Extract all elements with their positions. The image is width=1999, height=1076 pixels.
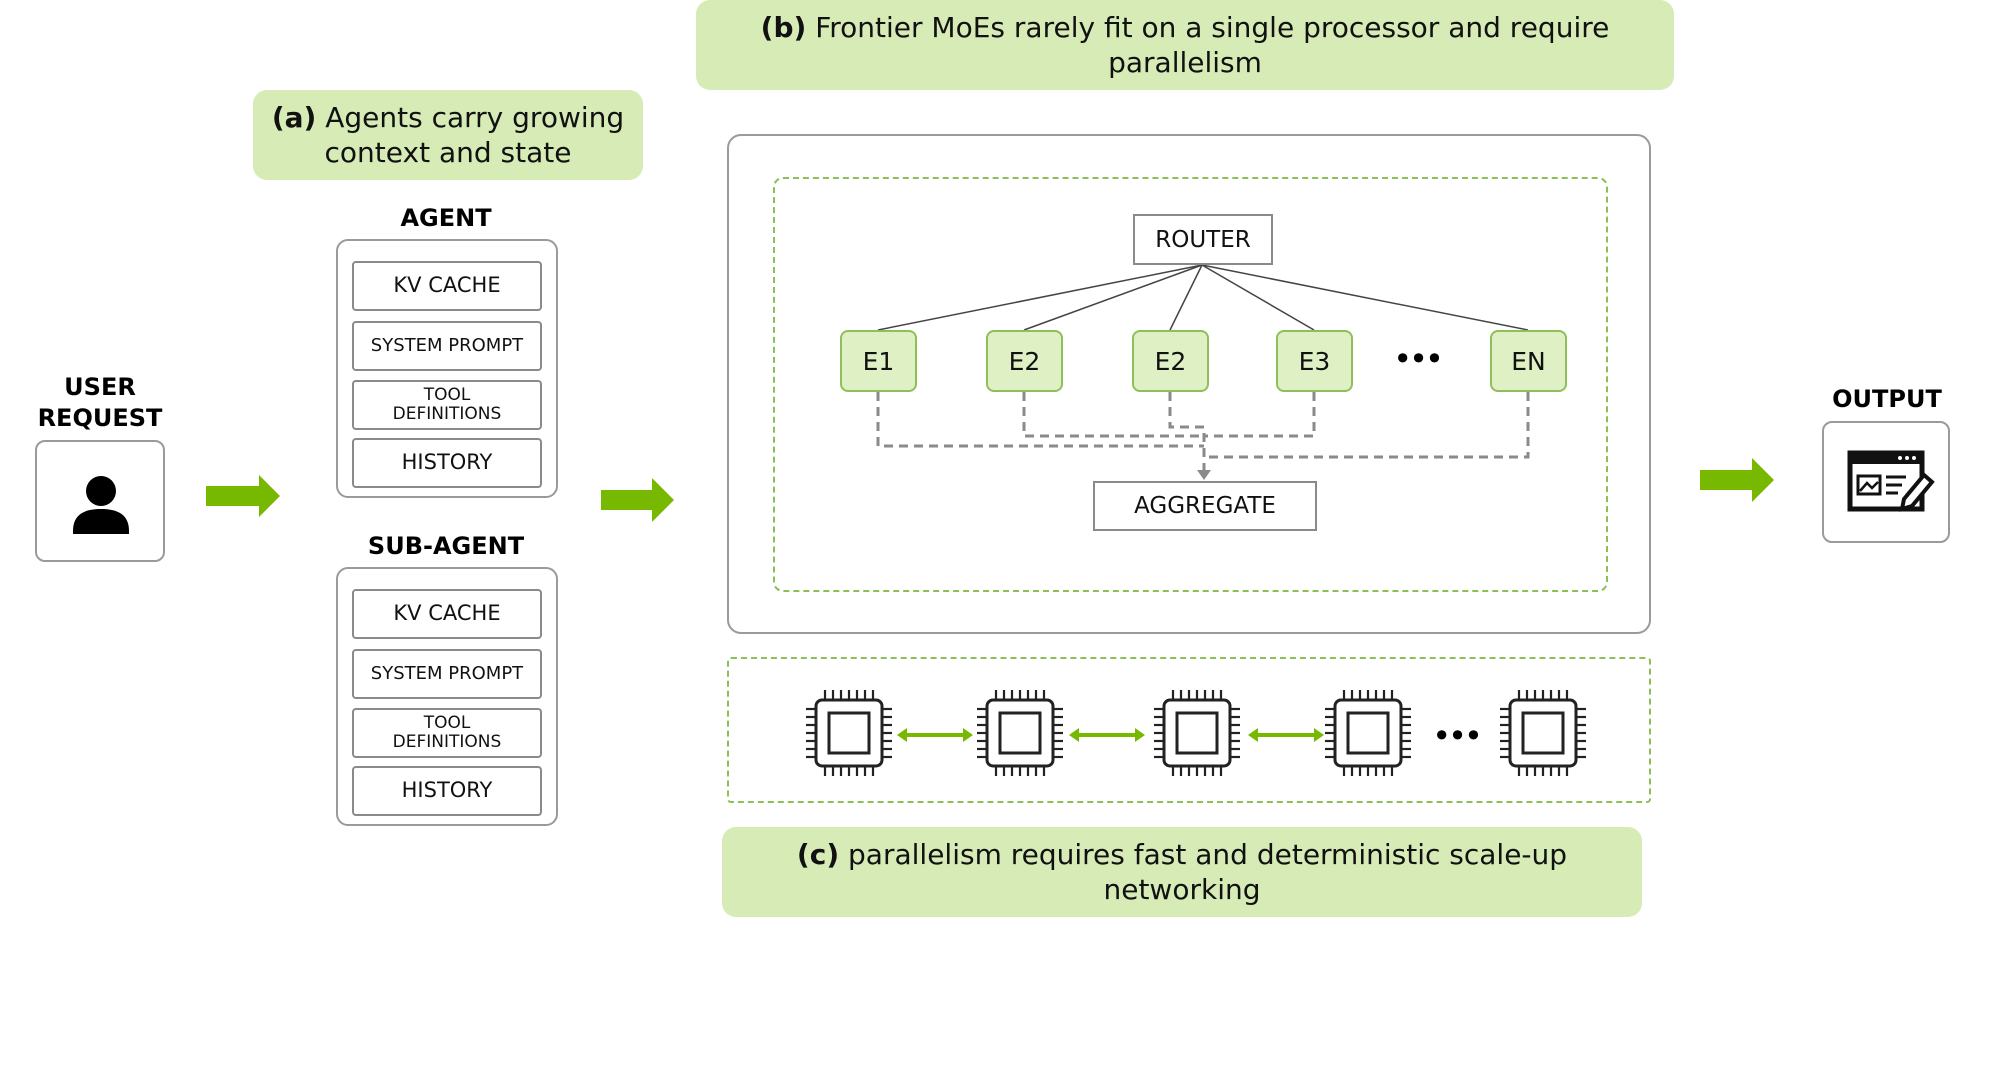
expert-e1: E1 xyxy=(840,330,917,392)
output-heading: OUTPUT xyxy=(1832,385,1942,413)
label-a: (a) Agents carry growing context and sta… xyxy=(253,90,643,180)
label-b: (b) Frontier MoEs rarely fit on a single… xyxy=(696,0,1674,90)
moe-dashed-region xyxy=(773,177,1608,592)
processor-row xyxy=(727,657,1651,803)
expert-e2-b: E2 xyxy=(1132,330,1209,392)
agent-history: HISTORY xyxy=(352,438,542,488)
agent-kv-cache: KV CACHE xyxy=(352,261,542,311)
arrow-to-moe xyxy=(601,478,674,522)
arrow-to-agents xyxy=(206,475,280,517)
user-request-card xyxy=(35,440,165,562)
agent-system-prompt: SYSTEM PROMPT xyxy=(352,321,542,371)
expert-e3: E3 xyxy=(1276,330,1353,392)
expert-en: EN xyxy=(1490,330,1567,392)
experts-ellipsis: ••• xyxy=(1393,340,1444,378)
sub-agent-kv-cache: KV CACHE xyxy=(352,589,542,639)
person-icon xyxy=(73,476,129,534)
user-request-heading: USER REQUEST xyxy=(37,373,163,433)
label-c: (c) parallelism requires fast and determ… xyxy=(722,827,1642,917)
agent-title: AGENT xyxy=(400,204,492,232)
processors-ellipsis: ••• xyxy=(1432,717,1483,755)
sub-agent-title: SUB-AGENT xyxy=(367,532,525,560)
output-card xyxy=(1822,421,1950,543)
sub-agent-system-prompt: SYSTEM PROMPT xyxy=(352,649,542,699)
expert-e2-a: E2 xyxy=(986,330,1063,392)
sub-agent-history: HISTORY xyxy=(352,766,542,816)
router-box: ROUTER xyxy=(1133,214,1273,265)
aggregate-box: AGGREGATE xyxy=(1093,481,1317,531)
arrow-to-output xyxy=(1700,458,1774,502)
document-edit-icon xyxy=(1847,450,1935,512)
